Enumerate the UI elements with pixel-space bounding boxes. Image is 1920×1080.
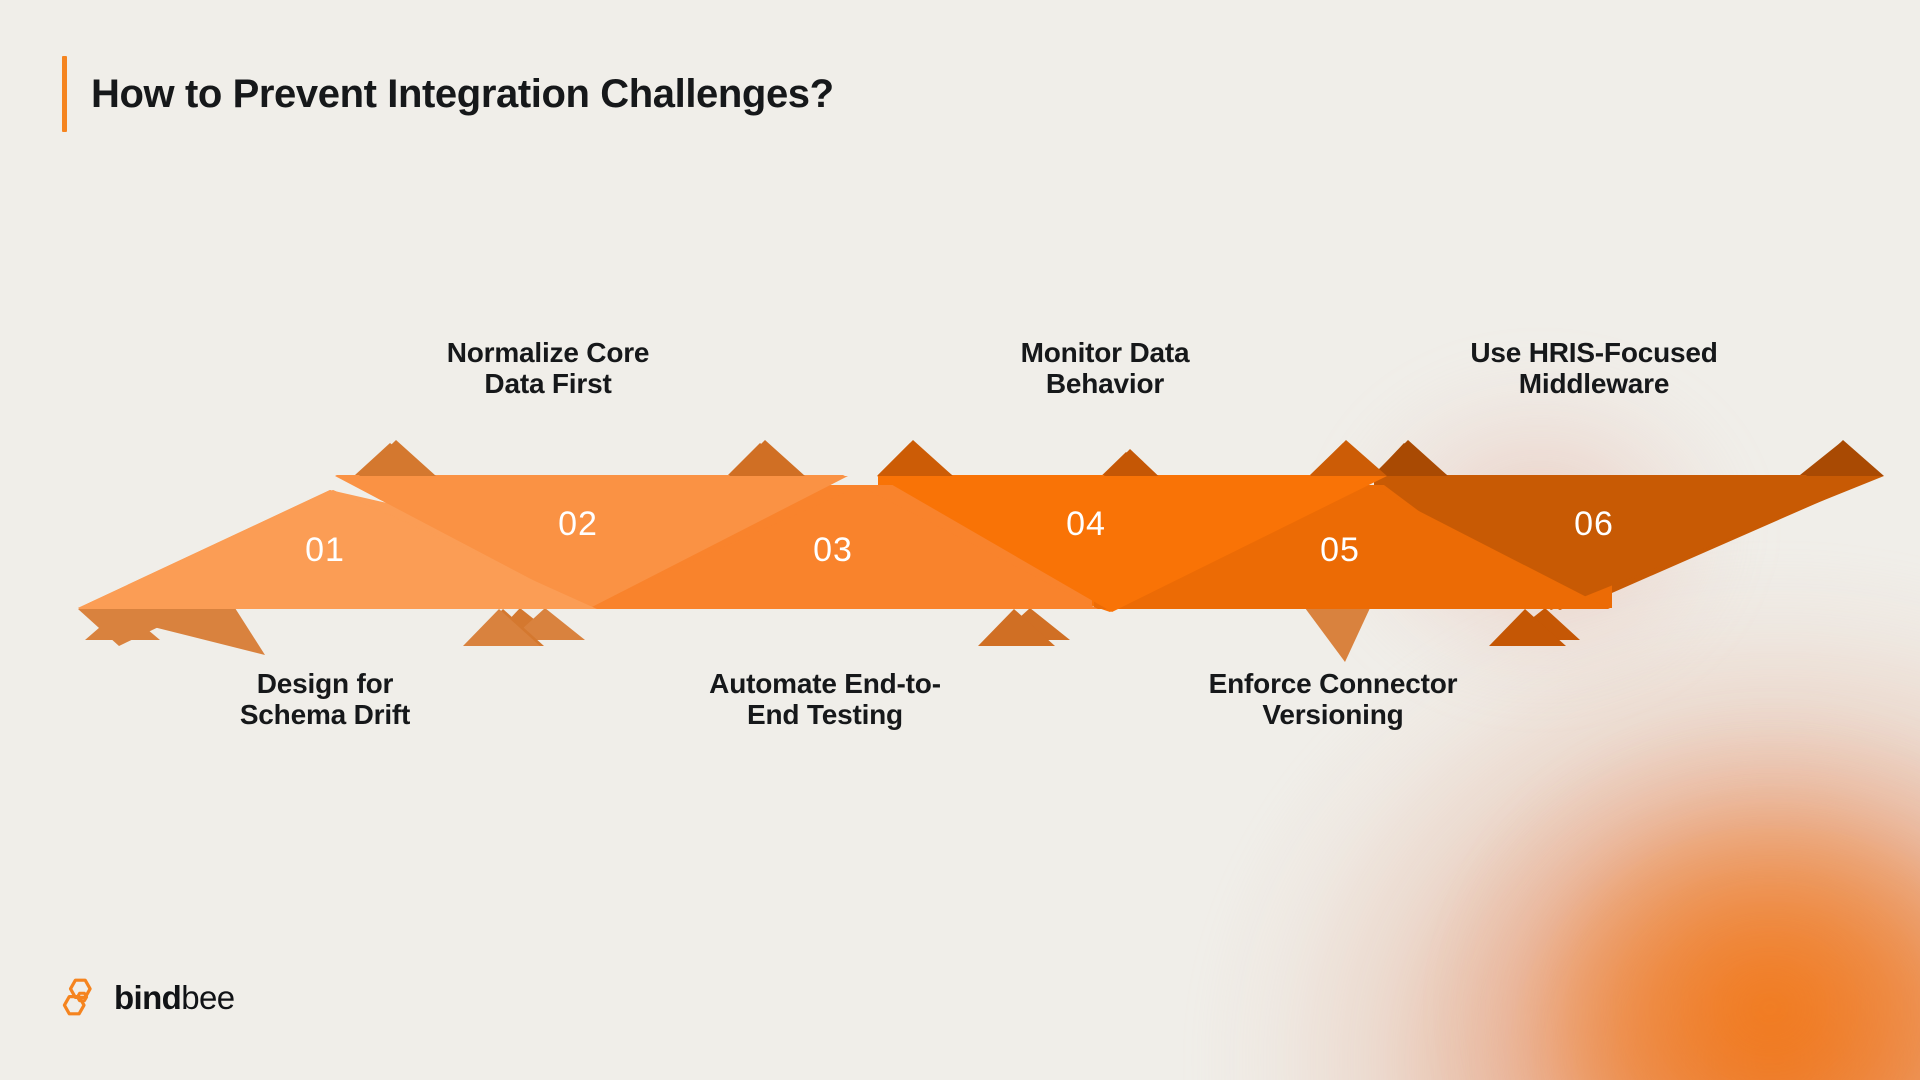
- step-03-barb-left: [729, 440, 805, 476]
- step-01-arrow[interactable]: [78, 490, 597, 646]
- step-02-body: [335, 476, 848, 609]
- step-05-number: 05: [1320, 531, 1360, 569]
- step-01-body: [78, 490, 597, 609]
- bindbee-logo[interactable]: bindbee: [62, 976, 235, 1018]
- step-06-barb-right: [1806, 440, 1884, 476]
- step-04-barb-left: [877, 440, 953, 476]
- page-title: How to Prevent Integration Challenges?: [91, 72, 834, 116]
- step-06-barb-left: [1372, 440, 1448, 476]
- step-03-caption: Automate End-to- End Testing: [709, 668, 941, 731]
- step-04-number: 04: [1066, 505, 1106, 543]
- bindbee-wordmark: bindbee: [114, 981, 235, 1014]
- step-01-barb-left: [78, 609, 196, 646]
- step-04-body: [877, 476, 1387, 612]
- step-02-number: 02: [558, 505, 598, 543]
- step-02-barb-left: [359, 440, 436, 476]
- step-03-barb-right: [978, 609, 1055, 646]
- step-06-number: 06: [1574, 505, 1614, 543]
- step-06-arrow[interactable]: [1372, 440, 1884, 610]
- step-05-barb-right: [1489, 609, 1566, 646]
- wordmark-bee: bee: [181, 978, 235, 1016]
- title-accent-bar: [62, 56, 67, 132]
- arrow-01-barb-b: [1305, 608, 1370, 662]
- wordmark-bind: bind: [114, 978, 182, 1016]
- step-03-number: 03: [813, 531, 853, 569]
- step-06-body: [1372, 476, 1884, 610]
- step-02-caption: Normalize Core Data First: [446, 337, 650, 400]
- step-04-caption: Monitor Data Behavior: [1020, 337, 1190, 400]
- step-05-caption: Enforce Connector Versioning: [1208, 668, 1458, 731]
- step-04-arrow[interactable]: [877, 440, 1387, 612]
- bindbee-hexagon-logo-icon: [62, 978, 92, 1016]
- header: How to Prevent Integration Challenges?: [62, 56, 834, 132]
- step-01-caption: Design for Schema Drift: [239, 668, 411, 731]
- chevron-step-01-barb-right: [510, 608, 585, 640]
- bindbee-logo-inner-hex: [75, 991, 89, 1003]
- step-01-barb-right: [463, 609, 540, 646]
- step-04-barb-right: [1310, 440, 1387, 476]
- step-06-caption: Use HRIS-Focused Middleware: [1470, 337, 1718, 400]
- step-01-number: 01: [305, 531, 345, 569]
